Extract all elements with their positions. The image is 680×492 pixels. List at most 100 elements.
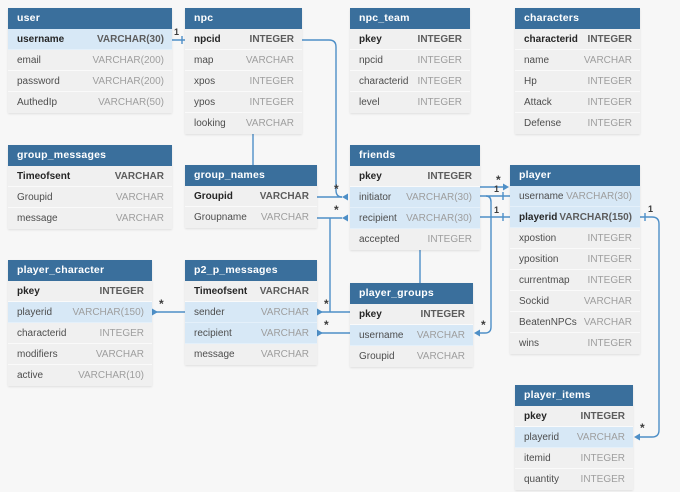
table-header-p2_p_messages[interactable]: p2_p_messages (185, 260, 317, 281)
table-header-player[interactable]: player (510, 165, 640, 186)
field-type: VARCHAR (114, 171, 164, 182)
field-type: INTEGER (587, 34, 632, 45)
field-name: level (359, 97, 380, 108)
table-header-group_names[interactable]: group_names (185, 165, 317, 186)
field-type: INTEGER (417, 34, 462, 45)
table-header-npc[interactable]: npc (185, 8, 302, 29)
field-type: INTEGER (420, 309, 465, 320)
many-arrow-icon (474, 329, 480, 337)
cardinality-label: * (334, 203, 339, 217)
table-header-friends[interactable]: friends (350, 145, 480, 166)
relationship-line-playergroups-username__player-username (479, 195, 492, 334)
field-name: pkey (359, 309, 382, 320)
field-type: VARCHAR (583, 296, 632, 307)
field-type: VARCHAR (115, 192, 164, 203)
field-type: VARCHAR (245, 118, 294, 129)
field-type: VARCHAR(200) (92, 76, 165, 87)
table-header-player_character[interactable]: player_character (8, 260, 152, 281)
table-header-player_groups[interactable]: player_groups (350, 283, 473, 304)
field-name: username (519, 191, 564, 202)
field-type: INTEGER (587, 118, 632, 129)
field-name: characterid (17, 328, 67, 339)
field-name: Groupid (194, 191, 233, 202)
table-header-characters[interactable]: characters (515, 8, 640, 29)
field-player_character-pkey[interactable]: pkey INTEGER (8, 281, 152, 302)
table-header-npc_team[interactable]: npc_team (350, 8, 470, 29)
cardinality-label: * (640, 421, 645, 435)
field-type: VARCHAR (416, 330, 465, 341)
field-type: VARCHAR(30) (566, 191, 632, 202)
table-header-group_messages[interactable]: group_messages (8, 145, 172, 166)
field-name: pkey (17, 286, 40, 297)
cardinality-label: 1 (174, 27, 179, 37)
table-header-user[interactable]: user (8, 8, 172, 29)
field-type: VARCHAR(30) (406, 213, 472, 224)
table-header-player_items[interactable]: player_items (515, 385, 633, 406)
field-name: username (17, 34, 65, 45)
field-type: INTEGER (99, 286, 144, 297)
field-player_groups-pkey[interactable]: pkey INTEGER (350, 304, 473, 325)
